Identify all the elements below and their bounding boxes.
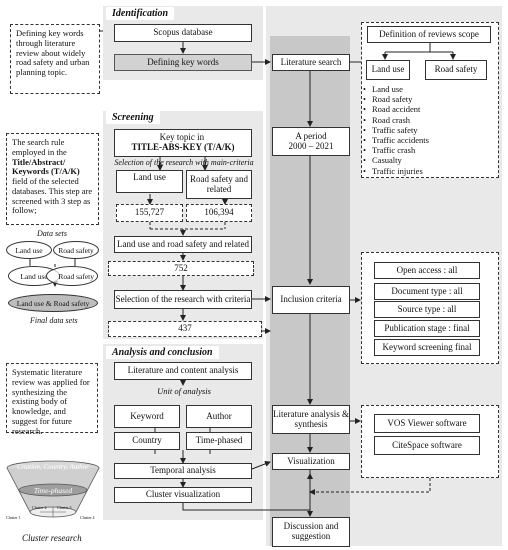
keyword-box: Keyword (114, 405, 180, 428)
dataset-road-safety-overlap: Road safety (46, 266, 98, 286)
scope-term: Traffic injuries (363, 166, 429, 176)
dataset-road-safety-oval: Road safety (53, 241, 99, 259)
road-safety-box: Road safety and related (186, 170, 252, 199)
content-analysis-box: Literature and content analysis (114, 362, 252, 380)
identification-heading: Identification (106, 7, 175, 20)
cone-cluster-label: Cluster 2 (32, 505, 47, 510)
scope-term: Traffic safety (363, 125, 429, 135)
identification-note: Defining key words through literature re… (10, 24, 100, 94)
vosviewer-box: VOS Viewer software (374, 414, 480, 433)
literature-search-box: Literature search (272, 54, 350, 71)
criteria-item: Document type : all (374, 283, 480, 300)
cluster-visualization-box: Cluster visualization (114, 487, 252, 503)
scope-term: Road crash (363, 115, 429, 125)
criteria-selection-box: Selection of the research with criteria (114, 290, 252, 309)
screening-heading: Screening (106, 111, 160, 124)
criteria-item: Keyword screening final (374, 339, 480, 356)
cone-middle-label: Time-phased (33, 486, 73, 495)
period-box: A period 2000 – 2021 (272, 127, 350, 156)
discussion-box: Discussion and suggestion (272, 517, 350, 547)
main-criteria-label: Selection of the research with main-crit… (114, 158, 254, 167)
key-topic-prefix: Key topic in (159, 132, 207, 143)
dataset-land-use-oval: Land use (6, 241, 52, 259)
scope-term: Traffic accidents (363, 135, 429, 145)
author-box: Author (186, 405, 252, 428)
land-use-box: Land use (116, 170, 183, 193)
time-phased-box: Time-phased (186, 432, 252, 450)
period-range: 2000 – 2021 (288, 140, 334, 151)
final-datasets-label: Final data sets (30, 316, 78, 325)
count-combined: 752 (108, 261, 254, 276)
cone-caption: Cluster research (22, 533, 82, 543)
criteria-item: Publication stage : final (374, 320, 480, 337)
scope-title-box: Definition of reviews scope (367, 26, 491, 43)
citespace-box: CiteSpace software (374, 436, 480, 455)
scope-term: Road safety (363, 94, 429, 104)
count-final: 437 (108, 321, 262, 337)
cone-cluster-label: Cluster 4 (80, 515, 95, 520)
combined-box: Land use and road safety and related (114, 236, 252, 253)
scope-term: Road accident (363, 104, 429, 114)
defining-keywords-box: Defining key words (114, 54, 252, 71)
scope-road-safety-box: Road safety (425, 60, 487, 80)
screening-note-text-b: field of the selected databases. This st… (12, 176, 93, 216)
cone-top-label: Citation, Country, Author (17, 463, 89, 471)
cone-cluster-label: Cluster 3 (57, 505, 72, 510)
analysis-note: Systematic literature review was applied… (6, 363, 98, 435)
count-land-use: 155,727 (116, 204, 183, 222)
key-topic-box: Key topic in TITLE-ABS-KEY (T/A/K) (114, 129, 252, 157)
unit-of-analysis-label: Unit of analysis (157, 386, 211, 396)
scopus-database-box: Scopus database (114, 24, 252, 42)
scope-term: Casualty (363, 155, 429, 165)
criteria-item: Open access : all (374, 262, 480, 279)
analysis-heading: Analysis and conclusion (106, 346, 219, 359)
scope-land-use-box: Land use (366, 60, 410, 80)
visualization-box: Visualization (272, 453, 350, 470)
datasets-label: Data sets (37, 229, 67, 238)
screening-note-field: Title/Abstract/ Keywords (T/A/K) (12, 156, 80, 177)
final-dataset-oval: Land use & Road safety (8, 294, 98, 312)
criteria-item: Source type : all (374, 301, 480, 318)
inclusion-criteria-box: Inclusion criteria (272, 286, 350, 314)
screening-note: The search rule employed in the Title/Ab… (6, 133, 99, 225)
synthesis-box: Literature analysis & synthesis (272, 405, 350, 434)
temporal-analysis-box: Temporal analysis (114, 463, 252, 479)
scope-terms-list: Land use Road safety Road accident Road … (363, 84, 429, 176)
period-title: A period (295, 130, 327, 141)
scope-term: Land use (363, 84, 429, 94)
scope-term: Traffic crash (363, 145, 429, 155)
country-box: Country (114, 432, 180, 450)
count-road-safety: 106,394 (186, 204, 252, 222)
cone-cluster-label: Cluster 1 (6, 515, 21, 520)
screening-note-text-a: The search rule employed in the (12, 137, 67, 157)
key-topic-field: TITLE-ABS-KEY (T/A/K) (131, 142, 235, 152)
